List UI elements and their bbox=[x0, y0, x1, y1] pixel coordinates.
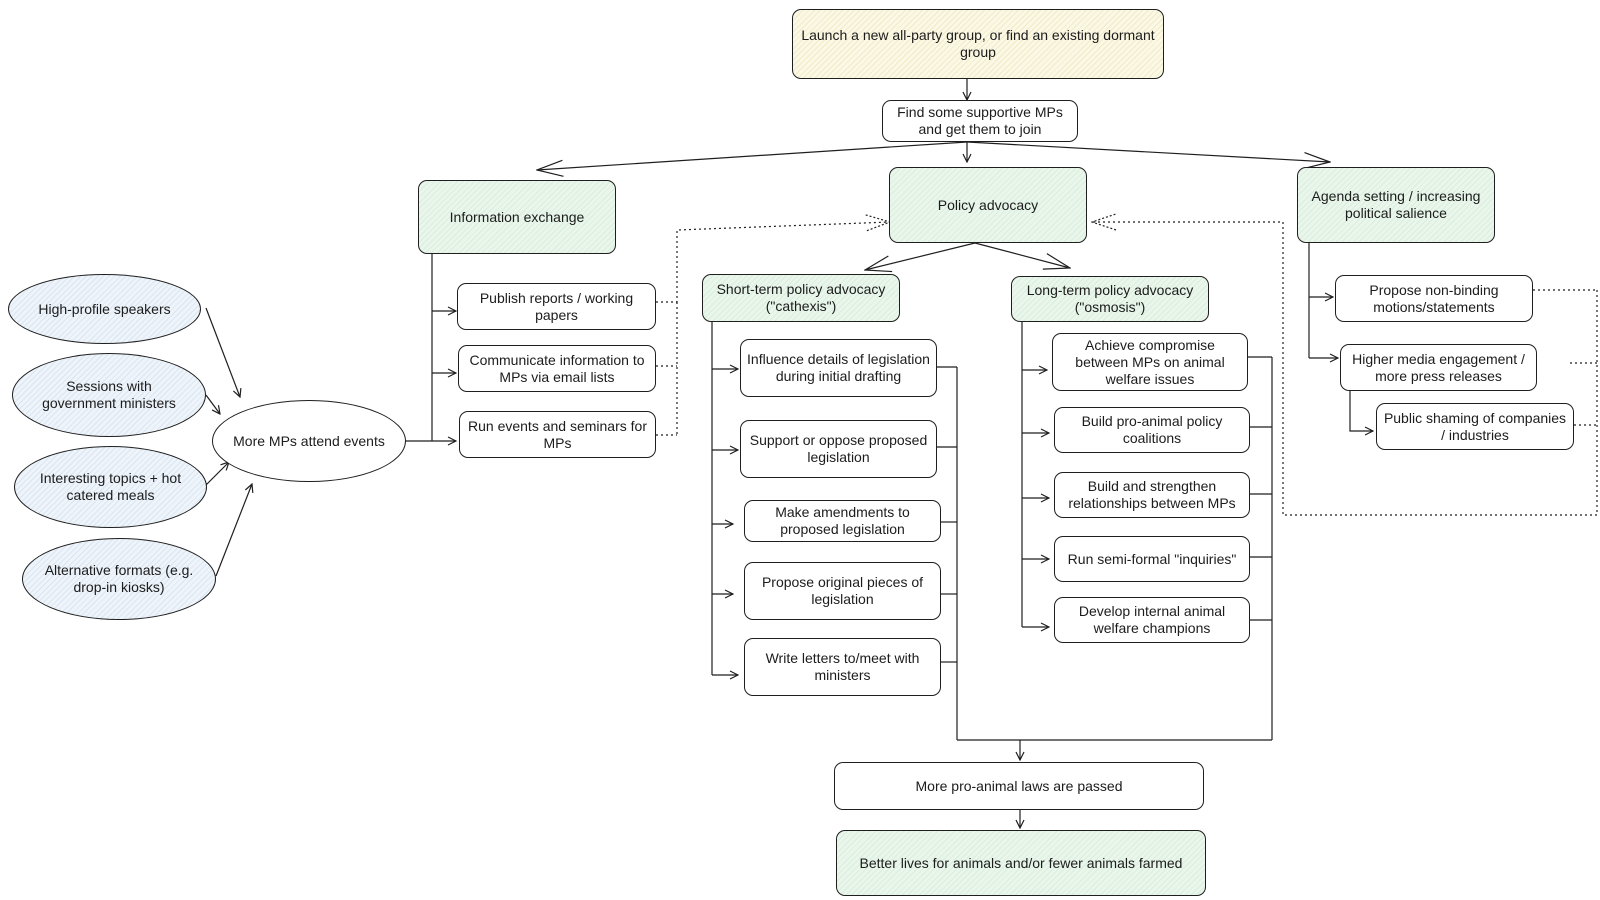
node-support-oppose[interactable]: Support or oppose proposed legislation bbox=[740, 420, 937, 478]
node-better-lives[interactable]: Better lives for animals and/or fewer an… bbox=[836, 830, 1206, 896]
node-launch[interactable]: Launch a new all-party group, or find an… bbox=[792, 9, 1164, 79]
node-information-exchange[interactable]: Information exchange bbox=[418, 180, 616, 254]
node-policy-advocacy[interactable]: Policy advocacy bbox=[889, 167, 1087, 243]
node-more-laws[interactable]: More pro-animal laws are passed bbox=[834, 762, 1204, 810]
node-develop-champions[interactable]: Develop internal animal welfare champion… bbox=[1054, 597, 1250, 643]
edge-find-agenda bbox=[966, 141, 1330, 162]
node-high-profile-speakers[interactable]: High-profile speakers bbox=[8, 274, 201, 344]
node-build-relationships[interactable]: Build and strengthen relationships betwe… bbox=[1054, 472, 1250, 518]
node-interesting-topics[interactable]: Interesting topics + hot catered meals bbox=[14, 446, 207, 528]
node-publish-reports[interactable]: Publish reports / working papers bbox=[457, 283, 656, 330]
edge-formats-mps bbox=[215, 484, 252, 577]
node-achieve-compromise[interactable]: Achieve compromise between MPs on animal… bbox=[1052, 333, 1248, 391]
node-propose-motions[interactable]: Propose non-binding motions/statements bbox=[1335, 275, 1533, 322]
edge-topics-mps bbox=[205, 462, 229, 486]
dotted-feedback-agenda bbox=[1092, 222, 1597, 516]
node-write-letters[interactable]: Write letters to/meet with ministers bbox=[744, 638, 941, 696]
node-propose-original[interactable]: Propose original pieces of legislation bbox=[744, 562, 941, 620]
node-influence-details[interactable]: Influence details of legislation during … bbox=[740, 339, 937, 397]
edge-find-info bbox=[537, 141, 968, 170]
node-short-term-advocacy[interactable]: Short-term policy advocacy ("cathexis") bbox=[702, 274, 900, 322]
node-communicate-info[interactable]: Communicate information to MPs via email… bbox=[458, 345, 656, 392]
edge-policy-long bbox=[974, 242, 1070, 268]
node-build-coalitions[interactable]: Build pro-animal policy coalitions bbox=[1054, 407, 1250, 453]
node-sessions-ministers[interactable]: Sessions with government ministers bbox=[12, 353, 206, 437]
node-find-mps[interactable]: Find some supportive MPs and get them to… bbox=[882, 100, 1078, 142]
edge-highprofile-mps bbox=[205, 307, 240, 397]
edge-media-shaming bbox=[1349, 391, 1373, 431]
node-public-shaming[interactable]: Public shaming of companies / industries bbox=[1376, 403, 1574, 450]
node-more-mps-attend[interactable]: More MPs attend events bbox=[212, 400, 406, 482]
node-media-engagement[interactable]: Higher media engagement / more press rel… bbox=[1340, 344, 1537, 391]
dotted-feedback-info bbox=[656, 222, 890, 303]
node-long-term-advocacy[interactable]: Long-term policy advocacy ("osmosis") bbox=[1011, 276, 1209, 322]
node-agenda-setting[interactable]: Agenda setting / increasing political sa… bbox=[1297, 167, 1495, 243]
node-make-amendments[interactable]: Make amendments to proposed legislation bbox=[744, 500, 941, 542]
node-run-events[interactable]: Run events and seminars for MPs bbox=[459, 411, 656, 458]
node-run-inquiries[interactable]: Run semi-formal "inquiries" bbox=[1054, 536, 1250, 582]
edge-sessions-mps bbox=[205, 394, 220, 414]
node-alternative-formats[interactable]: Alternative formats (e.g. drop-in kiosks… bbox=[22, 538, 216, 620]
edge-policy-short bbox=[865, 242, 976, 270]
